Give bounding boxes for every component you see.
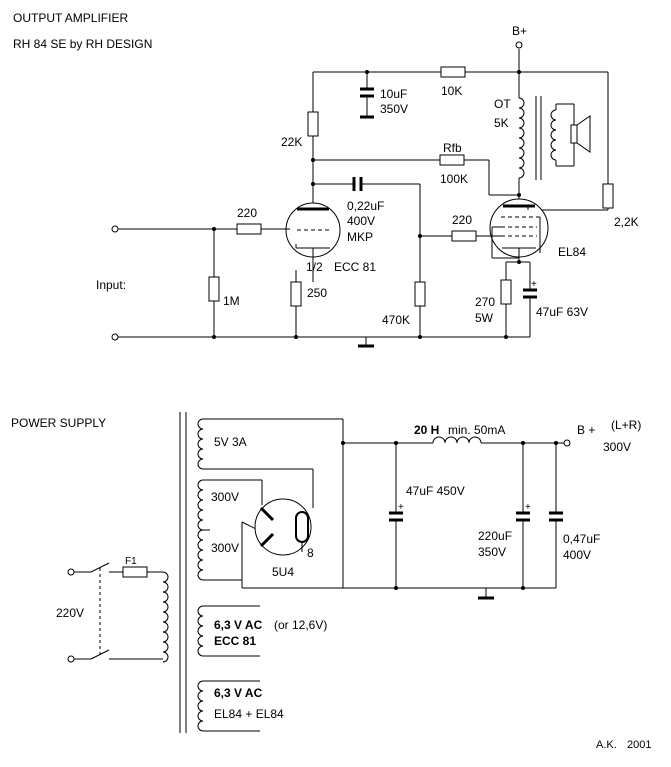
resistor-220-el84-label: 220	[452, 213, 472, 227]
cap-47uf-plus: +	[531, 279, 537, 290]
footer-author: A.K.	[596, 739, 617, 751]
resistor-270	[500, 279, 512, 305]
heater2-voltage: 6,3 V AC	[214, 686, 263, 700]
output-transformer-primary	[518, 97, 525, 179]
choke-20h	[432, 436, 482, 444]
cap-10uf-label: 10uF	[380, 87, 407, 101]
el84-label: EL84	[558, 245, 586, 259]
secondary-5v-winding	[197, 418, 204, 470]
resistor-250-label: 250	[307, 286, 327, 300]
resistor-250	[290, 281, 302, 307]
input-ground-terminal	[111, 333, 119, 341]
resistor-10k	[440, 66, 466, 78]
rfb-name: Rfb	[443, 141, 462, 155]
secondary-300v-b-label: 300V	[211, 541, 239, 555]
resistor-220-input	[236, 223, 262, 235]
fuse-f1	[122, 566, 148, 578]
heater-winding-1	[197, 605, 204, 657]
ot-value: 5K	[494, 116, 509, 130]
heater1-voltage: 6,3 V AC	[214, 618, 263, 632]
title: OUTPUT AMPLIFIER	[13, 11, 128, 25]
resistor-270-power: 5W	[475, 311, 494, 325]
output-transformer-secondary	[550, 109, 557, 161]
cap-10uf-voltage: 350V	[380, 102, 408, 116]
resistor-22k	[307, 111, 319, 137]
footer-year: 2001	[627, 739, 651, 751]
fuse-f1-label: F1	[125, 556, 137, 567]
choke-value: 20 H	[414, 423, 439, 437]
b-plus-output-voltage: 300V	[603, 440, 631, 454]
resistor-10k-label: 10K	[441, 84, 462, 98]
b-plus-output-terminal	[563, 439, 571, 447]
cap-coupling-label: 0,22uF	[347, 199, 384, 213]
resistor-1m-label: 1M	[223, 294, 240, 308]
secondary-300v-winding	[197, 479, 204, 581]
power-supply-title: POWER SUPPLY	[11, 416, 106, 430]
cap-coupling-voltage: 400V	[347, 214, 375, 228]
resistor-1m	[208, 276, 220, 302]
mains-voltage-label: 220V	[56, 606, 84, 620]
secondary-300v-a-label: 300V	[211, 490, 239, 504]
cap-47uf-label: 47uF 63V	[536, 305, 588, 319]
resistor-220-input-label: 220	[237, 206, 257, 220]
resistor-2k2	[602, 183, 614, 209]
cap-47uf-450v-plus: +	[398, 502, 404, 513]
output-amplifier: B+ 10K 10uF 350V 22K Rfb 100K	[96, 24, 639, 348]
rectifier-pin-8: 8	[307, 546, 314, 560]
cap-047uf-voltage: 400V	[563, 548, 591, 562]
heater2-tubes: EL84 + EL84	[214, 707, 284, 721]
heater1-tube: ECC 81	[214, 634, 256, 648]
resistor-220-el84	[451, 230, 477, 242]
input-terminal	[111, 225, 119, 233]
cap-220uf-voltage: 350V	[478, 545, 506, 559]
input-label: Input:	[96, 278, 126, 292]
speaker-icon	[570, 124, 578, 144]
mains-terminal-bottom	[67, 655, 75, 663]
subtitle: RH 84 SE by RH DESIGN	[13, 37, 152, 51]
heater-winding-2	[197, 680, 204, 732]
cap-220uf-plus: +	[525, 502, 531, 513]
resistor-22k-label: 22K	[281, 135, 302, 149]
cap-047uf-label: 0,47uF	[563, 532, 600, 546]
ot-name: OT	[494, 97, 511, 111]
rectifier-5u4-label: 5U4	[272, 565, 294, 579]
mains-switch-top	[90, 562, 110, 573]
rectifier-5u4-tube	[254, 498, 312, 556]
mains-terminal-top	[67, 568, 75, 576]
resistor-2k2-label: 2,2K	[614, 215, 639, 229]
ecc81-label: ECC 81	[334, 260, 376, 274]
resistor-rfb	[439, 154, 465, 166]
b-plus-output-name: B +	[577, 423, 595, 437]
rfb-value: 100K	[440, 172, 468, 186]
cap-47uf-450v-label: 47uF 450V	[406, 484, 465, 498]
b-plus-terminal	[515, 41, 523, 49]
heater1-alt: (or 12,6V)	[274, 618, 327, 632]
mains-primary-winding	[162, 571, 169, 663]
b-plus-output-channels: (L+R)	[611, 418, 641, 432]
resistor-470k	[414, 281, 426, 307]
cap-220uf-label: 220uF	[478, 529, 512, 543]
resistor-270-label: 270	[475, 295, 495, 309]
cap-coupling-type: MKP	[347, 230, 373, 244]
power-supply: POWER SUPPLY F1 220V 5V 3A 300V 300V	[11, 412, 641, 733]
secondary-5v-label: 5V 3A	[214, 435, 247, 449]
ecc81-fraction: 1/2	[306, 260, 323, 274]
choke-spec: min. 50mA	[448, 423, 505, 437]
resistor-470k-label: 470K	[382, 313, 410, 327]
b-plus-label: B+	[512, 24, 527, 38]
